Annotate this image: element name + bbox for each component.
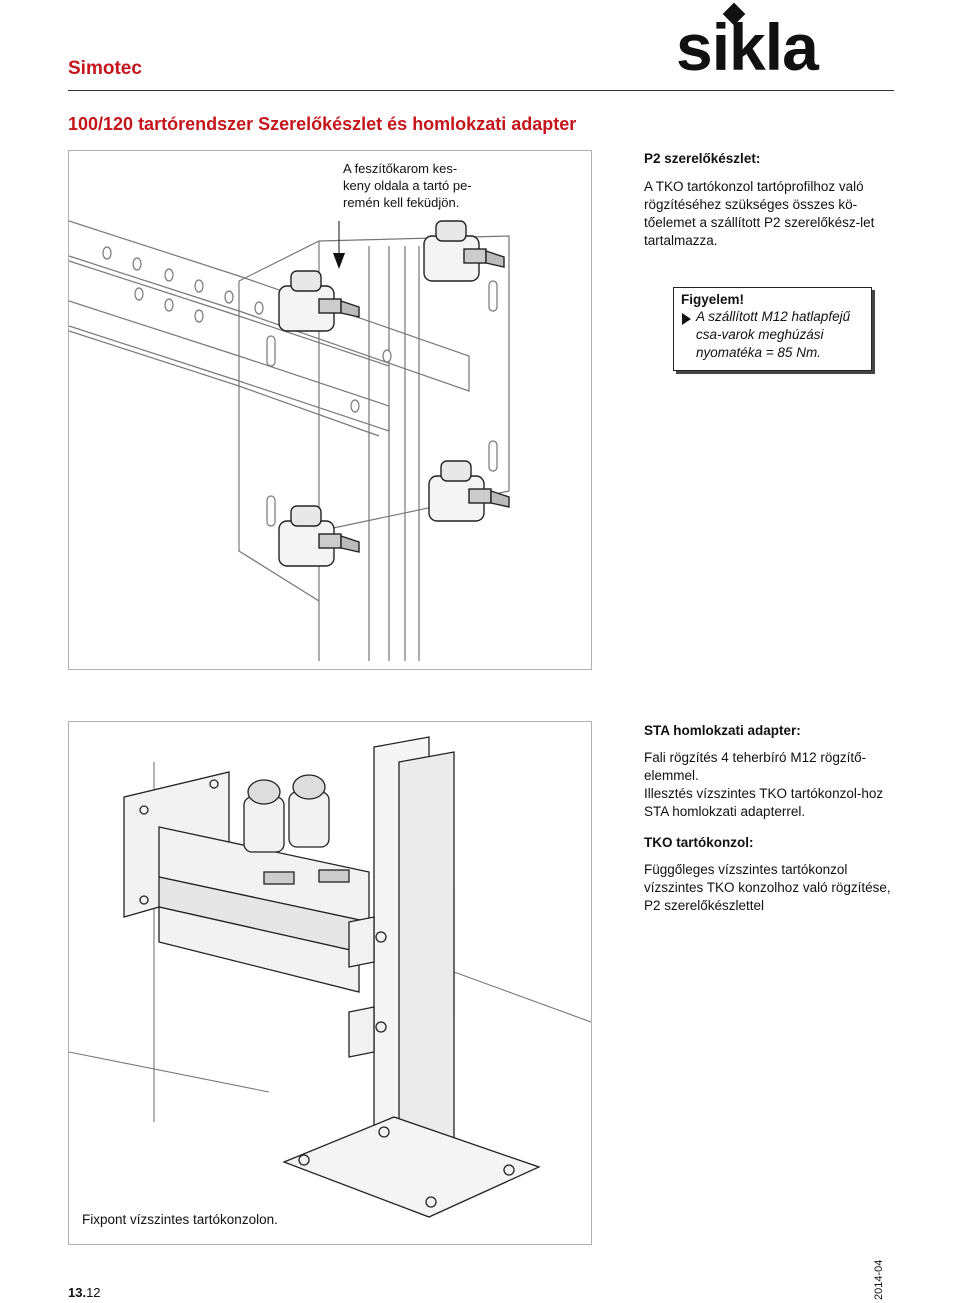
page-number: 13.12 [68,1285,101,1300]
warning-title: Figyelem! [681,292,745,307]
sta-adapter-line1: Fali rögzítés 4 teherbíró M12 rögzítő-el… [644,750,867,783]
figure-p2-mounting-kit [68,150,592,670]
revision-date: 2014-04 [873,1259,885,1300]
sta-adapter-heading: STA homlokzati adapter: [644,723,801,738]
figure-sta-facade-adapter [68,721,592,1245]
tko-console-section: TKO tartókonzol: Függőleges vízszintes t… [644,834,904,915]
p2-kit-heading: P2 szerelőkészlet: [644,151,761,166]
sikla-logo: sikla [676,10,819,84]
tko-console-heading: TKO tartókonzol: [644,835,754,850]
page-chapter: 13. [68,1285,87,1300]
p2-kit-section: P2 szerelőkészlet: A TKO tartókonzol tar… [644,150,904,250]
p2-kit-drawing [69,220,510,661]
p2-kit-body: A TKO tartókonzol tartóprofilhoz való rö… [644,179,875,248]
tko-console-body: Függőleges vízszintes tartókonzol vízszi… [644,862,891,913]
header-divider [68,90,894,91]
sta-adapter-line2: Illesztés vízszintes TKO tartókonzol-hoz… [644,786,884,819]
figure2-caption: Fixpont vízszintes tartókonzolon. [82,1212,278,1227]
clamp-callout-text: A feszítőkarom kes-keny oldala a tartó p… [343,161,472,210]
warning-box: Figyelem! A szállított M12 hatlapfejű cs… [673,287,872,371]
warning-body: A szállított M12 hatlapfejű csa-varok me… [696,309,851,360]
page-index: 12 [86,1285,101,1300]
brand-name: Simotec [68,58,142,79]
sta-adapter-drawing [69,736,591,1218]
page-title: 100/120 tartórendszer Szerelőkészlet és … [68,114,577,134]
triangle-bullet-icon [682,313,691,325]
sta-adapter-section: STA homlokzati adapter: Fali rögzítés 4 … [644,722,904,821]
